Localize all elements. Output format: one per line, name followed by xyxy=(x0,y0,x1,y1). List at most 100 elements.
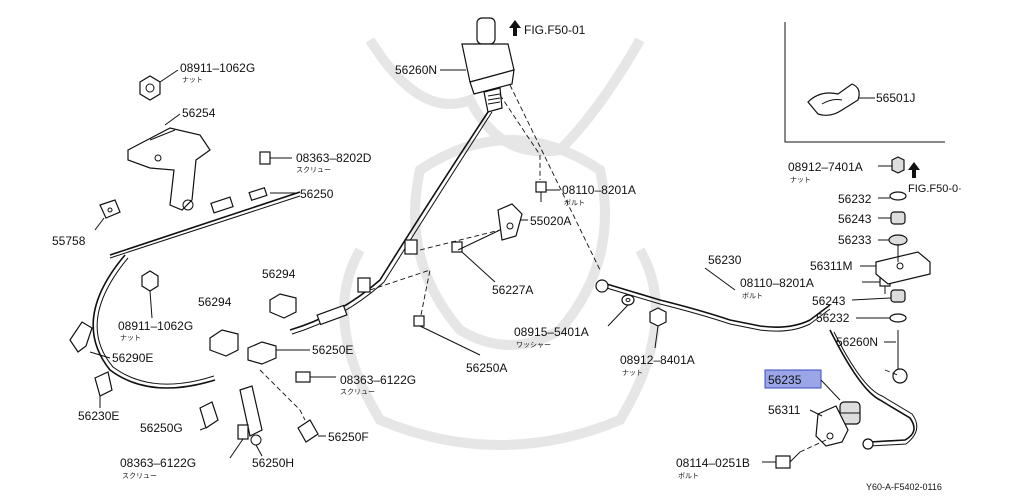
label-56230[interactable]: 56230 xyxy=(708,253,742,267)
label-56260N-top[interactable]: 56260N xyxy=(395,63,437,77)
fig-ref-top[interactable]: FIG.F50-01 xyxy=(524,23,586,37)
label-56235[interactable]: 56235 xyxy=(768,373,802,387)
svg-text:スクリュー: スクリュー xyxy=(122,472,157,480)
svg-text:ナット: ナット xyxy=(622,369,643,377)
svg-text:ナット: ナット xyxy=(120,334,141,342)
block-56250E[interactable] xyxy=(247,341,277,365)
svg-text:ボルト: ボルト xyxy=(742,292,763,300)
bracket-55020A[interactable] xyxy=(497,203,523,241)
bushing-56243-upper[interactable] xyxy=(890,211,906,225)
svg-text:ボルト: ボルト xyxy=(678,472,699,480)
screw-08363-8202D[interactable] xyxy=(259,151,292,165)
nut-08912-8401A[interactable] xyxy=(649,307,667,327)
label-56250G[interactable]: 56250G xyxy=(140,421,183,435)
fig-ref-right[interactable]: FIG.F50-0· xyxy=(908,183,962,195)
label-08363-6122G-lower[interactable]: 08363–6122G xyxy=(120,456,196,470)
svg-text:スクリュー: スクリュー xyxy=(340,388,375,396)
dash-bolt-line xyxy=(499,94,541,180)
cable-loop-left xyxy=(92,254,216,389)
label-56243-lower[interactable]: 56243 xyxy=(812,294,846,308)
inset-frame xyxy=(784,22,945,143)
label-08915-5401A[interactable]: 08915–5401A xyxy=(514,325,589,339)
label-08110-8201A-upper[interactable]: 08110–8201A xyxy=(562,183,636,197)
nut-08911-1062G-upper[interactable] xyxy=(139,75,161,101)
dash-center-a xyxy=(419,229,501,251)
clamp-56311[interactable] xyxy=(815,405,849,447)
label-08911-1062G-upper[interactable]: 08911–1062G xyxy=(180,61,255,75)
washer-56232-upper[interactable] xyxy=(889,191,907,201)
label-08110-8201A-lower[interactable]: 08110–8201A xyxy=(740,276,814,290)
label-08363-8202D[interactable]: 08363–8202D xyxy=(296,151,372,165)
bolt-56250A[interactable] xyxy=(413,315,481,356)
label-56250[interactable]: 56250 xyxy=(300,187,334,201)
label-55020A[interactable]: 55020A xyxy=(530,214,571,228)
bolt-56227A[interactable] xyxy=(451,229,501,253)
rod-end-56260N[interactable] xyxy=(892,330,908,384)
label-56250F[interactable]: 56250F xyxy=(328,430,369,444)
label-08114-0251B[interactable]: 08114–0251B xyxy=(676,456,750,470)
svg-text:ナット: ナット xyxy=(182,76,203,84)
grommet-56235[interactable] xyxy=(839,401,861,425)
dash-center-b xyxy=(369,269,431,321)
bolt-08114-0251B[interactable] xyxy=(775,451,801,469)
label-56243-upper[interactable]: 56243 xyxy=(838,212,872,226)
label-56232-lower[interactable]: 56232 xyxy=(816,311,850,325)
svg-text:スクリュー: スクリュー xyxy=(296,166,331,174)
diagram-code: Y60-A-F5402-0116 xyxy=(866,482,942,492)
label-56260N-right[interactable]: 56260N xyxy=(836,335,878,349)
cable-end-56250G[interactable] xyxy=(199,401,219,429)
cable-56250[interactable] xyxy=(109,186,301,259)
clip-56230E[interactable] xyxy=(94,371,113,397)
clip-55758[interactable] xyxy=(99,199,121,219)
label-55758[interactable]: 55758 xyxy=(52,234,86,248)
label-08912-7401A[interactable]: 08912–7401A xyxy=(788,160,863,174)
svg-text:ワッシャー: ワッシャー xyxy=(516,341,551,349)
washer-56232-lower[interactable] xyxy=(889,313,907,323)
clip-56294-upper[interactable] xyxy=(269,293,297,319)
label-56290E[interactable]: 56290E xyxy=(112,351,153,365)
label-56250H[interactable]: 56250H xyxy=(252,456,294,470)
washer-08915-5401A[interactable] xyxy=(621,294,635,306)
dash-rod-line xyxy=(509,84,601,271)
watermark-emblem xyxy=(339,37,661,450)
cable-56250A[interactable] xyxy=(289,111,493,335)
bracket-56290E[interactable] xyxy=(69,321,93,353)
label-56233[interactable]: 56233 xyxy=(838,233,872,247)
label-08912-8401A[interactable]: 08912–8401A xyxy=(620,353,695,367)
clip-56501J[interactable] xyxy=(807,83,860,116)
label-56294-lower[interactable]: 56294 xyxy=(198,295,232,309)
lever-56260N[interactable] xyxy=(461,17,515,113)
dash-bolt-lower xyxy=(799,439,827,453)
dash-rod-end xyxy=(884,369,901,377)
label-56311[interactable]: 56311 xyxy=(768,403,801,417)
bracket-56250F[interactable] xyxy=(297,419,319,443)
label-56254[interactable]: 56254 xyxy=(182,106,216,120)
bolt-08110-8201A-upper[interactable] xyxy=(535,181,547,202)
label-56311M[interactable]: 56311M xyxy=(810,259,852,273)
nut-08911-1062G-lower[interactable] xyxy=(141,270,159,292)
label-08911-1062G-lower[interactable]: 08911–1062G xyxy=(118,319,193,333)
label-56232-upper[interactable]: 56232 xyxy=(838,192,872,206)
label-56294-upper[interactable]: 56294 xyxy=(262,267,296,281)
rod-56230[interactable] xyxy=(595,279,918,450)
label-56250E[interactable]: 56250E xyxy=(312,343,353,357)
nut-08912-7401A[interactable] xyxy=(891,156,905,174)
bracket-56311M[interactable] xyxy=(875,244,931,285)
screw-08363-6122G-lower[interactable] xyxy=(229,424,249,459)
label-08363-6122G-right[interactable]: 08363–6122G xyxy=(340,373,416,387)
fig-arrow-top xyxy=(509,20,521,36)
label-56230E[interactable]: 56230E xyxy=(78,409,119,423)
bracket-56254[interactable] xyxy=(127,127,211,211)
svg-text:ナット: ナット xyxy=(790,176,811,184)
fig-arrow-right xyxy=(908,162,920,178)
bushing-56243-lower[interactable] xyxy=(890,289,906,303)
svg-text:ボルト: ボルト xyxy=(564,199,585,207)
label-56227A[interactable]: 56227A xyxy=(492,283,533,297)
clip-56294-lower[interactable] xyxy=(209,329,239,357)
label-56250A[interactable]: 56250A xyxy=(466,361,507,375)
screw-08363-6122G-right[interactable] xyxy=(295,371,336,383)
label-56501J[interactable]: 56501J xyxy=(876,91,915,105)
highlight-56235[interactable]: 56235 xyxy=(764,369,822,389)
washer-56233[interactable] xyxy=(888,234,908,246)
